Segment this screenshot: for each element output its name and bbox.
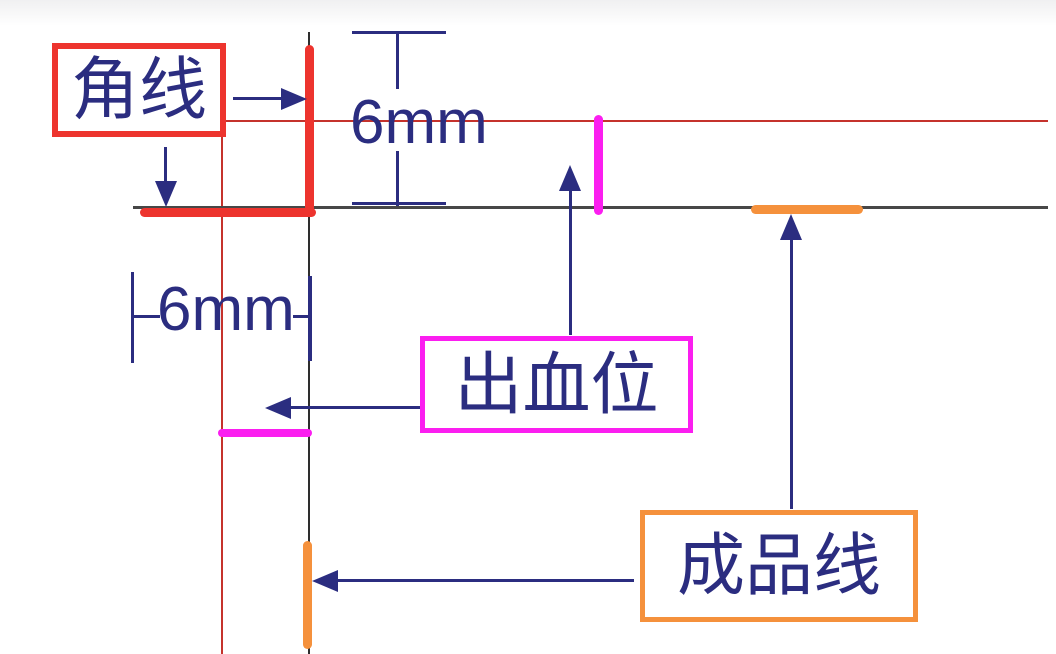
trim-label-box: 成品线 xyxy=(640,510,918,622)
bleed-label: 出血位 xyxy=(454,346,659,423)
arrow-left-icon xyxy=(312,570,338,592)
vertical-measure-top-bar xyxy=(352,31,446,34)
vertical-measure-bottom-bar xyxy=(352,202,446,205)
corner-mark-label-box: 角线 xyxy=(52,43,226,137)
arrow-up-icon xyxy=(780,214,802,240)
trim-highlight-horizontal xyxy=(751,205,863,214)
vertical-measure-lower-line xyxy=(396,151,399,206)
bleed-line-vertical xyxy=(221,120,223,654)
trim-arrow-left-line xyxy=(336,579,634,582)
vertical-measure-label: 6mm xyxy=(350,88,488,157)
horizontal-measure-right-bar xyxy=(308,276,312,361)
bleed-highlight-vertical xyxy=(594,115,603,215)
horizontal-measure-left-bar xyxy=(131,272,134,363)
bleed-arrow-up-line xyxy=(569,189,572,335)
corner-mark-label: 角线 xyxy=(70,52,207,128)
bleed-highlight-horizontal xyxy=(218,429,312,437)
top-gradient-band xyxy=(0,0,1056,26)
bleed-label-box: 出血位 xyxy=(420,336,693,433)
trim-label: 成品线 xyxy=(676,528,881,604)
corner-arrow-down-line xyxy=(164,147,167,183)
horizontal-measure-label: 6mm xyxy=(157,275,295,344)
corner-mark-vertical-stroke xyxy=(305,45,314,217)
trim-highlight-vertical xyxy=(303,541,312,649)
bleed-arrow-left-line xyxy=(289,406,420,409)
corner-mark-horizontal-stroke xyxy=(140,208,316,217)
trim-arrow-up-line xyxy=(790,238,793,509)
arrow-up-icon xyxy=(559,165,581,191)
corner-arrow-right-line xyxy=(233,97,283,100)
arrow-right-icon xyxy=(281,88,307,110)
horizontal-measure-right-tick xyxy=(293,315,311,318)
arrow-down-icon xyxy=(155,181,177,207)
arrow-left-icon xyxy=(265,397,291,419)
horizontal-measure-left-tick xyxy=(133,315,160,318)
trim-line-horizontal xyxy=(133,206,1048,209)
vertical-measure-upper-line xyxy=(396,33,399,89)
bleed-line-horizontal xyxy=(221,120,1048,122)
